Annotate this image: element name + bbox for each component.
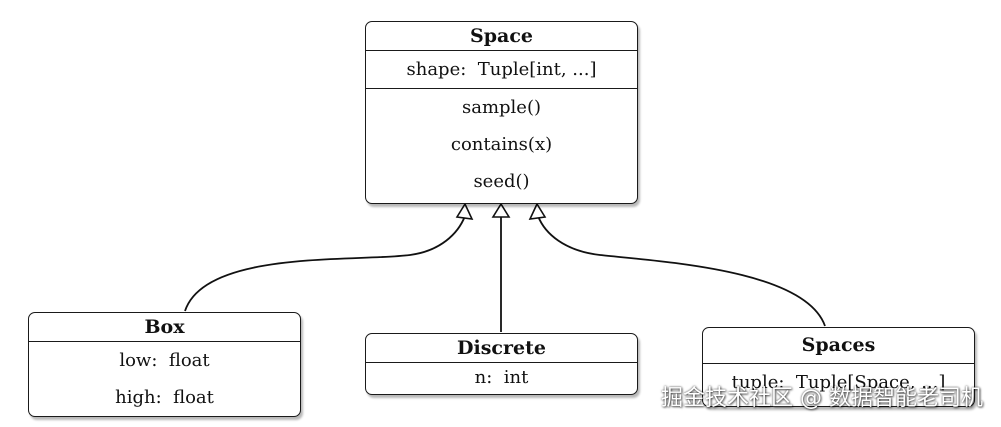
class-discrete-attributes: n: int — [366, 363, 637, 393]
box-inheritance-arrowhead — [455, 202, 474, 220]
class-spaces-title: Spaces — [703, 328, 974, 364]
class-spaces-attributes: tuple: Tuple[Space, ...] — [703, 364, 974, 401]
attribute-n: n: int — [474, 367, 529, 388]
attribute-low: low: float — [119, 350, 210, 371]
class-box-attributes: low: float high: float — [29, 342, 300, 416]
class-space-methods: sample() contains(x) seed() — [366, 89, 637, 200]
method-sample: sample() — [461, 97, 541, 118]
class-space-attributes: shape: Tuple[int, ...] — [366, 51, 637, 89]
discrete-inheritance-arrowhead — [491, 202, 511, 218]
box-to-space-edge — [184, 215, 466, 312]
class-discrete-title: Discrete — [366, 334, 637, 363]
spaces-to-space-edge — [537, 215, 826, 327]
class-spaces: Spaces tuple: Tuple[Space, ...] — [702, 327, 975, 407]
class-box: Box low: float high: float — [28, 312, 301, 417]
attribute-high: high: float — [115, 387, 214, 408]
attribute-tuple: tuple: Tuple[Space, ...] — [731, 372, 946, 393]
class-box-title: Box — [29, 313, 300, 342]
attribute-shape: shape: Tuple[int, ...] — [406, 59, 597, 80]
class-space: Space shape: Tuple[int, ...] sample() co… — [365, 21, 638, 204]
class-space-title: Space — [366, 22, 637, 51]
method-contains: contains(x) — [450, 134, 553, 155]
method-seed: seed() — [473, 171, 530, 192]
class-discrete: Discrete n: int — [365, 333, 638, 395]
watermark-text: 掘金技术社区 @ 数据智能老司机 — [661, 386, 983, 411]
spaces-inheritance-arrowhead — [528, 202, 547, 220]
